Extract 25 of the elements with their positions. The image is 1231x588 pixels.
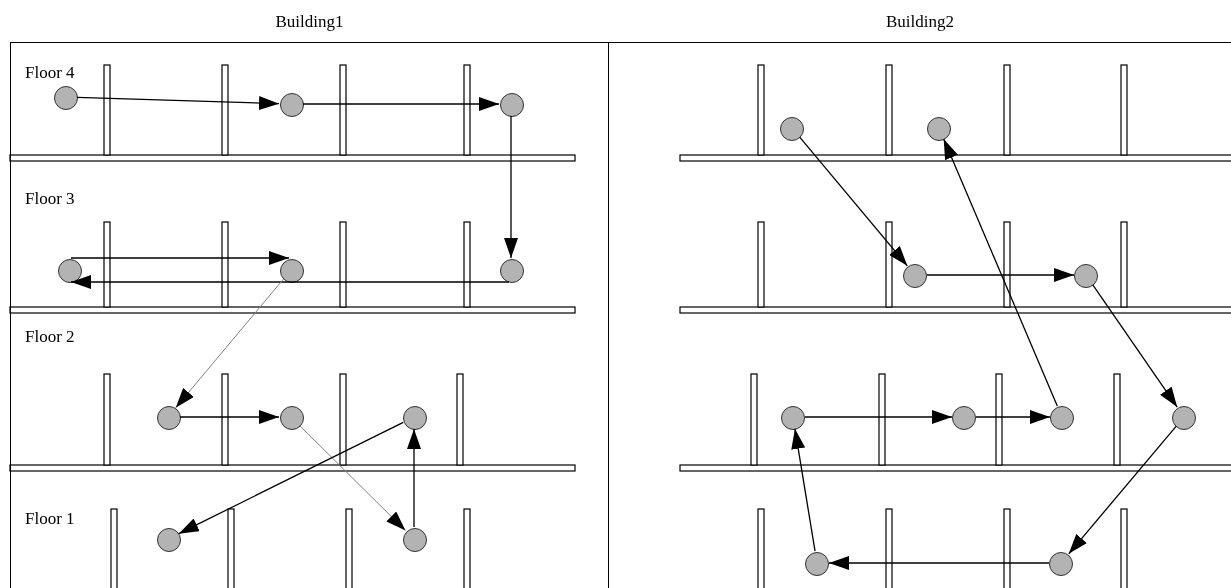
arrow bbox=[175, 278, 284, 409]
arrow bbox=[76, 96, 280, 110]
arrow bbox=[828, 556, 1050, 570]
arrow bbox=[70, 251, 290, 265]
arrow bbox=[70, 275, 510, 289]
arrow bbox=[179, 410, 280, 424]
arrow bbox=[302, 97, 500, 111]
arrow bbox=[926, 268, 1075, 282]
arrow bbox=[943, 138, 1058, 407]
arrow bbox=[1092, 284, 1178, 408]
building-title: Building1 bbox=[274, 11, 345, 33]
arrow bbox=[1068, 425, 1177, 555]
floor-label: Floor 1 bbox=[25, 508, 75, 530]
arrow bbox=[975, 410, 1051, 424]
arrow bbox=[791, 428, 816, 552]
building-title: Building2 bbox=[885, 11, 955, 33]
arrow bbox=[178, 421, 404, 535]
arrow bbox=[799, 136, 908, 267]
floor-label: Floor 3 bbox=[25, 188, 75, 210]
arrow bbox=[407, 428, 421, 528]
floor-label: Floor 2 bbox=[25, 326, 75, 348]
arrow bbox=[504, 115, 518, 259]
arrow bbox=[804, 410, 953, 424]
floor-label: Floor 4 bbox=[25, 62, 75, 84]
arrow bbox=[299, 424, 406, 532]
